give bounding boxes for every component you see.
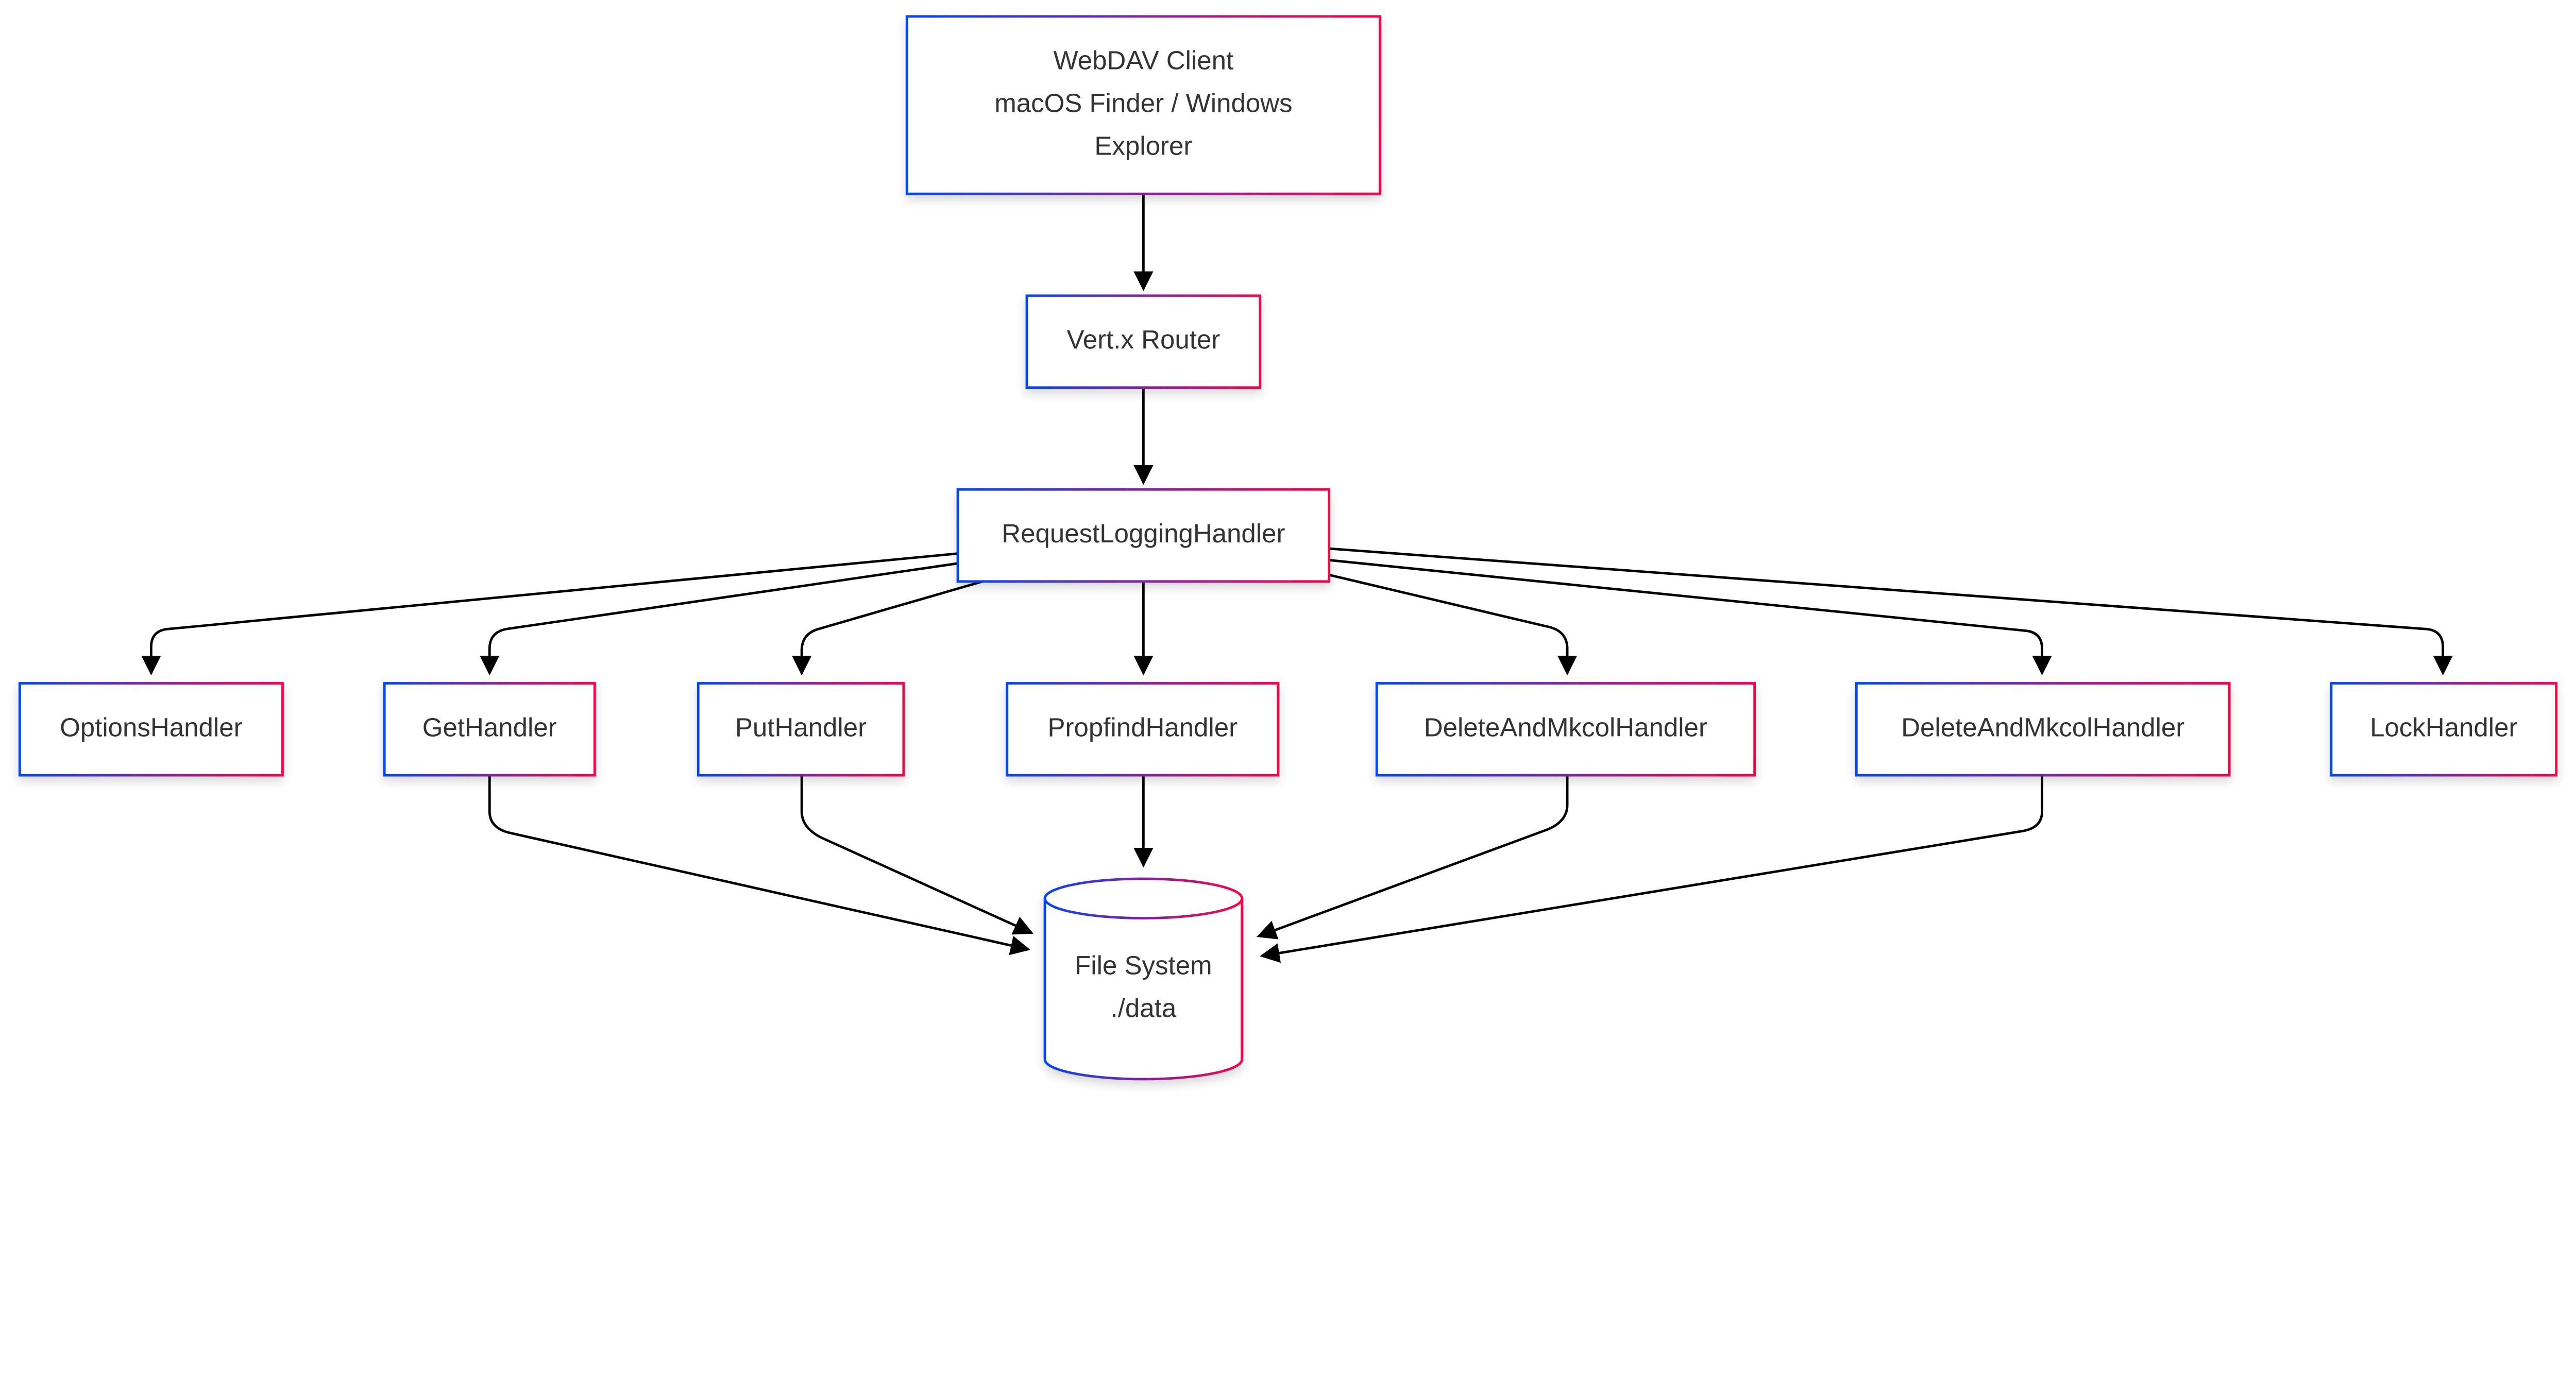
edges-layer [141,194,2453,963]
node-fs: File System ./data [1043,877,1244,1081]
edge-logging-to-lock [1329,547,2453,676]
node-label: RequestLoggingHandler [1002,519,1285,548]
edge-delete1-to-fs [1257,775,1569,940]
edge-logging-to-put [791,580,983,676]
node-box [1025,294,1262,389]
node-label: DeleteAndMkcolHandler [1424,712,1707,742]
node-label: OptionsHandler [60,712,242,742]
node-box [697,682,905,777]
node-put: PutHandler [697,682,905,777]
node-label: Vert.x Router [1067,325,1221,354]
node-box [1855,682,2231,777]
node-get: GetHandler [383,682,596,777]
edge-logging-to-options [141,552,958,676]
node-box [383,682,596,777]
node-label: DeleteAndMkcolHandler [1901,712,2184,742]
node-box [2330,682,2558,777]
node-label: LockHandler [2370,712,2517,742]
node-options: OptionsHandler [18,682,284,777]
node-label: WebDAV Client [1054,46,1234,75]
edge-logging-to-delete1 [1329,573,1578,676]
node-logging: RequestLoggingHandler [956,488,1331,583]
node-label: PropfindHandler [1047,712,1238,742]
edge-logging-to-get [480,562,958,676]
edge-put-to-fs [800,775,1034,935]
node-box [905,15,1381,195]
edge-delete2-to-fs [1260,775,2044,963]
node-label: macOS Finder / Windows [994,89,1292,118]
node-label: Explorer [1094,131,1192,160]
node-delete1: DeleteAndMkcolHandler [1375,682,1756,777]
node-client: WebDAV Client macOS Finder / WindowsExplo… [905,15,1381,195]
node-box [1006,682,1280,777]
node-router: Vert.x Router [1025,294,1262,389]
node-propfind: PropfindHandler [1006,682,1280,777]
node-label: File System [1075,951,1212,980]
node-label: PutHandler [735,712,867,742]
node-label: ./data [1111,994,1177,1023]
node-lock: LockHandler [2330,682,2558,777]
cylinder-shape [1043,877,1244,1081]
node-box [956,488,1331,583]
edge-logging-to-delete2 [1329,558,2052,676]
node-box [1375,682,1756,777]
node-delete2: DeleteAndMkcolHandler [1855,682,2231,777]
edge-get-to-fs [488,775,1030,956]
cylinder-top [1043,898,1244,919]
node-label: GetHandler [422,712,557,742]
nodes-layer: WebDAV Client macOS Finder / WindowsExplo… [18,15,2558,1081]
node-box [18,682,284,777]
flowchart: WebDAV Client macOS Finder / WindowsExplo… [18,15,2558,1081]
